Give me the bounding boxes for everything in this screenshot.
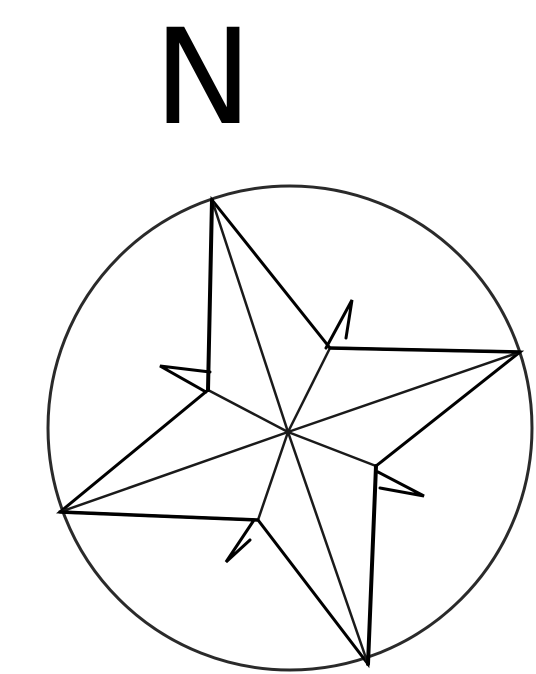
secondary-point-w (160, 366, 210, 392)
south-edge (368, 466, 376, 664)
star-rays (60, 200, 520, 664)
east-edge (330, 348, 520, 352)
secondary-point-e (378, 472, 424, 496)
west-edge (60, 512, 258, 520)
secondary-point-ne (326, 300, 352, 348)
secondary-point-sw (226, 520, 254, 562)
north-edge (208, 200, 212, 390)
